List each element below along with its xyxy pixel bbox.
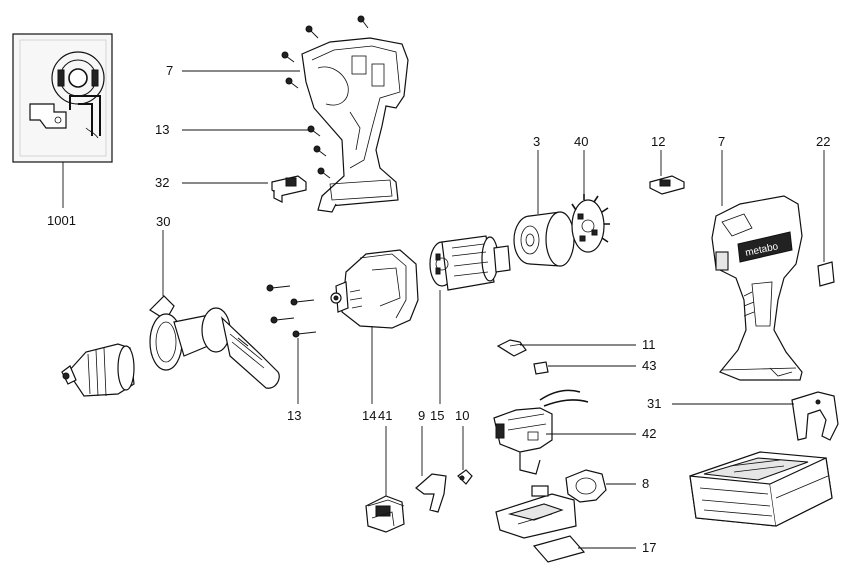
label-11: 11 [642, 337, 656, 352]
part-30-side-handle [149, 295, 280, 389]
label-1001: 1001 [47, 213, 76, 228]
battery-pack [689, 451, 833, 527]
part-8 [565, 469, 607, 503]
label-32: 32 [155, 175, 169, 190]
drill-chuck [61, 343, 135, 397]
part-11 [496, 339, 527, 357]
label-17: 17 [642, 540, 656, 555]
label-3: 3 [533, 134, 540, 149]
part-42-switch [493, 389, 589, 475]
label-13b: 13 [287, 408, 301, 423]
screws-gearbox [266, 284, 317, 338]
battery-terminal-plate [495, 485, 577, 539]
label-9: 9 [418, 408, 425, 423]
inset-1001 [12, 33, 113, 163]
label-12: 12 [651, 134, 665, 149]
part-10 [457, 469, 473, 485]
part-9 [415, 473, 447, 513]
part-17-foil [532, 535, 586, 563]
label-30: 30 [156, 214, 170, 229]
label-8: 8 [642, 476, 649, 491]
housing-half-left [301, 37, 409, 213]
part-12 [649, 175, 685, 195]
part-14-gearbox [330, 249, 419, 329]
label-43: 43 [642, 358, 656, 373]
label-15: 15 [430, 408, 444, 423]
part-31-belt-clip [791, 391, 839, 441]
part-40-board [571, 194, 610, 253]
part-15-rotor [429, 235, 511, 291]
label-41: 41 [378, 408, 392, 423]
label-10: 10 [455, 408, 469, 423]
label-14: 14 [362, 408, 376, 423]
label-31: 31 [647, 396, 661, 411]
part-32 [271, 175, 307, 203]
label-7b: 7 [718, 134, 725, 149]
part-22-label [817, 261, 835, 287]
label-7a: 7 [166, 63, 173, 78]
label-40: 40 [574, 134, 588, 149]
housing-half-right: metabo [711, 195, 803, 381]
label-42: 42 [642, 426, 656, 441]
part-41 [365, 495, 405, 533]
part-3-stator [513, 211, 575, 267]
label-22: 22 [816, 134, 830, 149]
part-43 [533, 361, 549, 375]
label-13a: 13 [155, 122, 169, 137]
screws-housing [281, 15, 369, 179]
